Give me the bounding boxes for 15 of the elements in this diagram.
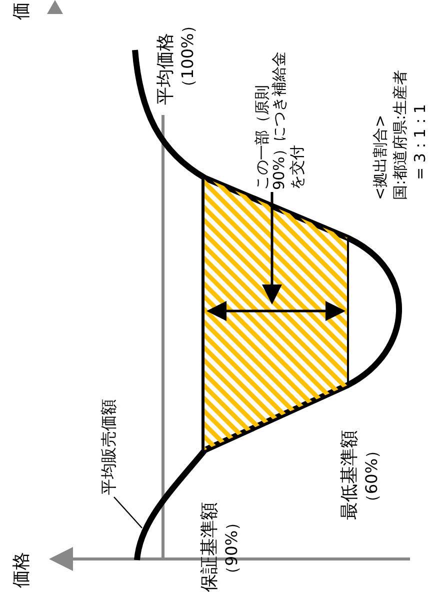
axis-label: 価 [12,2,33,20]
arrow [262,192,282,304]
leader-line [114,496,142,528]
threshold-label: 最低基準額 [340,430,361,520]
note-heading: <拠出割合> [372,114,390,200]
threshold-label: 保証基準額 [200,502,221,592]
percentage-label: （100%） [179,17,198,95]
reference-label: 平均価格 [156,33,177,105]
callout-text: 平均販売価額 [100,399,118,495]
note-text: = 3：1：1 [412,104,430,180]
percentage-label: （60%） [363,442,382,510]
callout-text: この一部（原則90%）につき補給金を交付 [254,38,306,190]
note-text: 国:都道府県:生産者 [392,70,410,200]
percentage-label: （90%） [223,514,242,582]
axis-label: 価格 [12,552,33,588]
